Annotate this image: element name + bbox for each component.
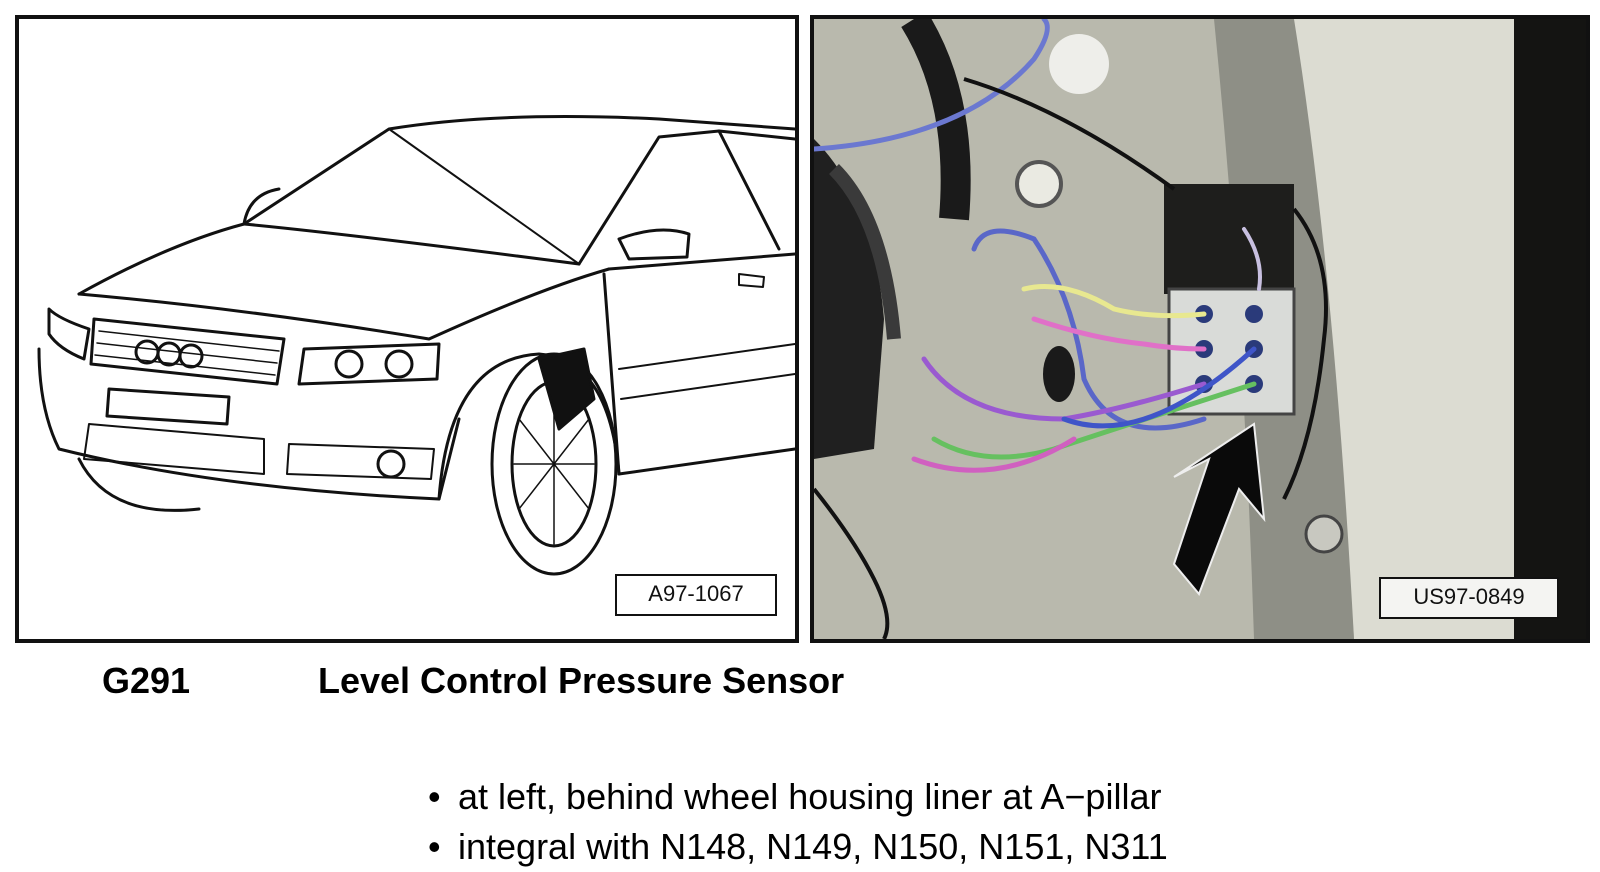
note-text: integral with N148, N149, N150, N151, N3… [458,826,1168,867]
bullet-icon: • [428,776,441,817]
sensor-photo-illustration [814,19,1586,639]
figure-car-drawing: A97-1067 [15,15,799,643]
component-name: Level Control Pressure Sensor [318,660,845,701]
figure-label-left: A97-1067 [615,574,777,616]
figure-label-right: US97-0849 [1379,577,1559,619]
car-illustration [37,115,795,576]
component-code: G291 [102,660,191,701]
note-integral: • integral with N148, N149, N150, N151, N… [428,822,1168,872]
note-location: • at left, behind wheel housing liner at … [428,772,1168,822]
figure-sensor-photo: US97-0849 [810,15,1590,643]
bullet-icon: • [428,826,441,867]
note-text: at left, behind wheel housing liner at A… [458,776,1162,817]
location-notes: • at left, behind wheel housing liner at … [428,772,1168,872]
